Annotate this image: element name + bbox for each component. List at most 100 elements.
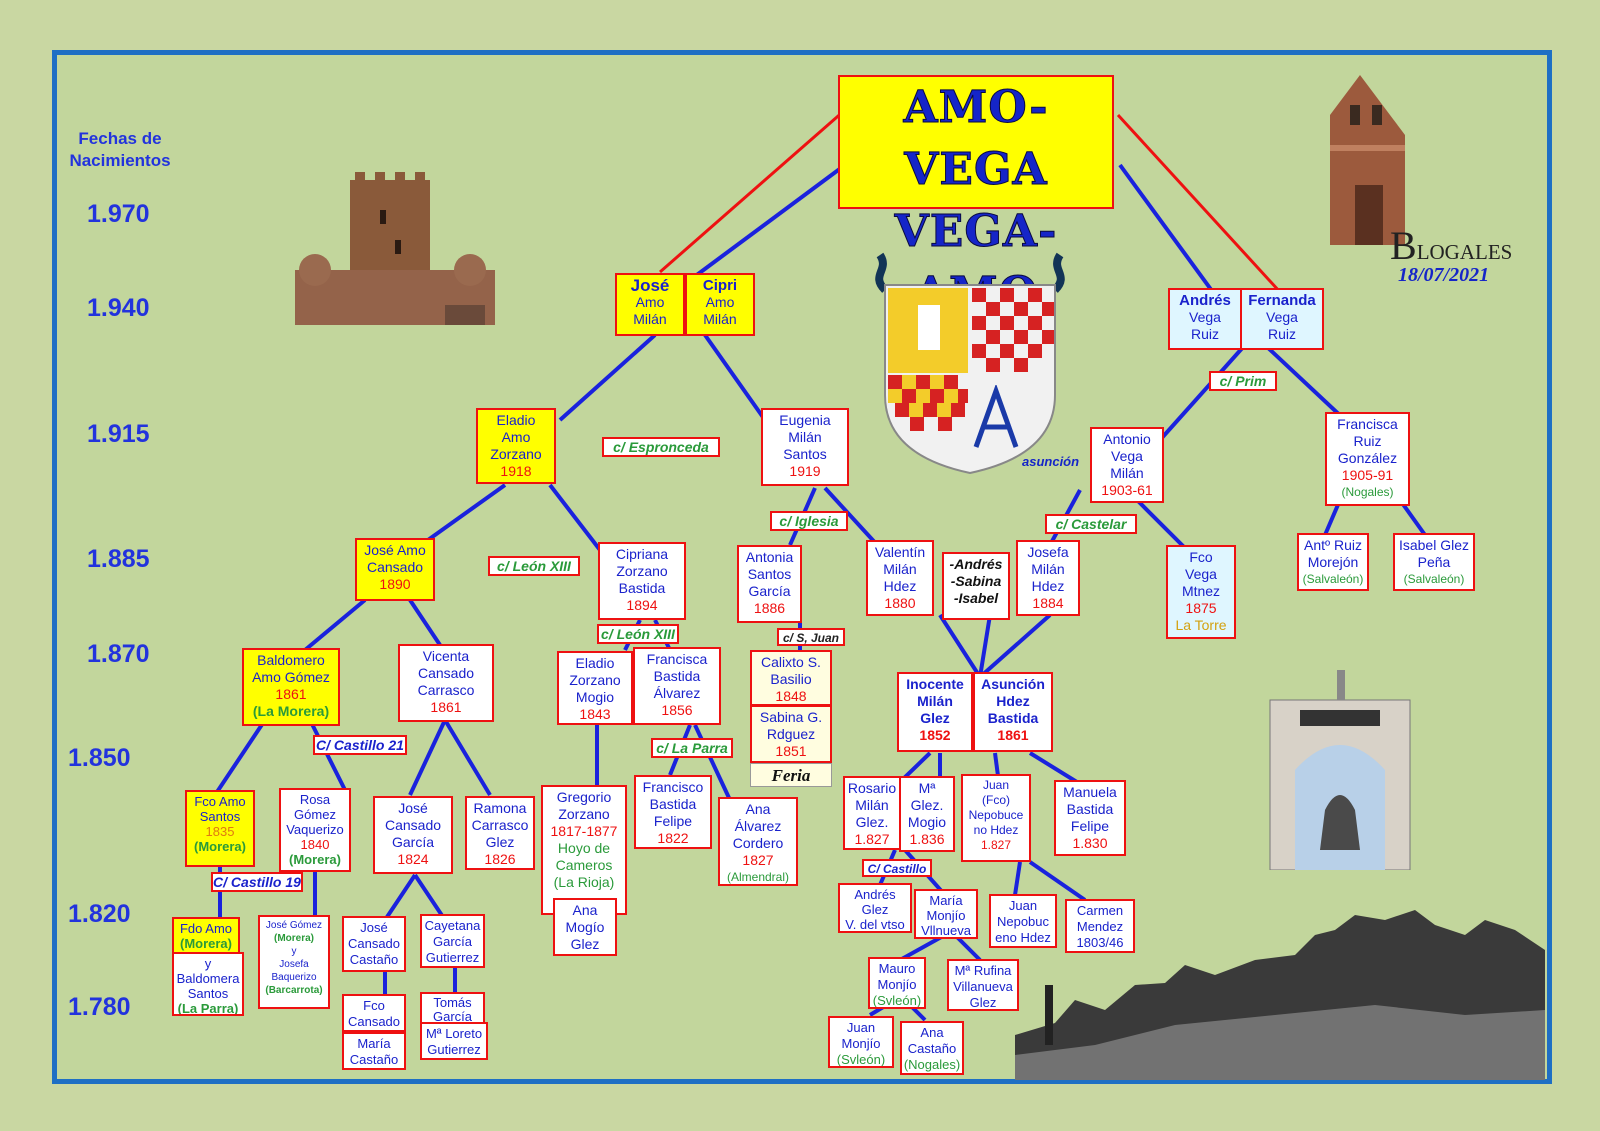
birth-place: Hoyo de [543,840,625,857]
birth-year: 1.836 [901,831,953,848]
person-name: Josefa [260,958,328,971]
line [660,110,845,272]
person-name: Glez [949,995,1017,1011]
person-name: Nepobuc [991,914,1055,930]
person-name: José [344,920,404,936]
person-box-ramona: Ramona Carrasco Glez 1826 [465,796,535,870]
person-name: Bastida [635,668,719,685]
birth-year: 1.830 [1056,835,1124,852]
line [995,753,998,776]
year-label: 1.820 [68,900,131,929]
person-name: José [617,277,683,294]
line [1160,345,1245,440]
person-name: Felipe [636,813,710,830]
line [940,615,980,677]
year-label: 1.885 [87,545,150,574]
birth-year: 1875 [1168,600,1234,617]
birth-year: 1817-1877 [543,823,625,840]
person-name: Zorzano [559,672,631,689]
person-box-jose-cansado: José Cansado García 1824 [373,796,453,874]
person-box-rosa: Rosa Gómez Vaquerizo 1840 (Morera) [279,788,351,872]
person-box-manuela: Manuela Bastida Felipe 1.830 [1054,780,1126,856]
person-name: y [174,956,242,971]
person-name: Mendez [1067,919,1133,935]
birth-year: 1826 [467,851,533,868]
person-name: Gutierrez [422,950,483,966]
person-name: Ana [902,1025,962,1041]
person-box-ana-mogio: Ana Mogío Glez [553,898,617,956]
person-name: González [1327,450,1408,467]
street-label: c/ Espronceda [602,437,720,457]
person-name: Amo [687,294,753,311]
person-name: García [375,834,451,851]
person-name: Mogio [559,689,631,706]
person-box-baldomera: y Baldomera Santos (La Parra) [172,952,244,1016]
person-name: Carmen [1067,903,1133,919]
person-name: Milán [845,797,899,814]
person-box-josefa-milan: Josefa Milán Hdez 1884 [1016,540,1080,616]
birth-year: 1918 [478,463,554,480]
birth-place: (Morera) [260,932,328,945]
person-name: Vega [1170,309,1240,326]
person-name: Sabina G. [752,709,830,726]
person-name: Nepobuce [963,808,1029,823]
person-box-inocente: Inocente Milán Glez 1852 [897,672,973,752]
person-name: Castaño [344,1052,404,1068]
person-name: V. del vtso [840,917,910,932]
line [550,485,600,550]
person-name: José [375,800,451,817]
person-name: Inocente [899,676,971,693]
birth-year: 1861 [975,727,1051,744]
person-name: Josefa [1018,544,1078,561]
birth-place: (Svleón) [870,993,924,1009]
person-name: Antonia [739,549,800,566]
year-label: 1.970 [87,200,150,229]
birth-year: 1.827 [963,838,1029,853]
person-box-tomas: Tomás García [420,992,485,1024]
feria-label: Feria [750,763,832,787]
person-box-francisca-ruiz: Francisca Ruiz González 1905-91 (Nogales… [1325,412,1410,506]
person-name: Vega [1168,566,1234,583]
person-box-juan-nepobuceno: Juan Nepobuc eno Hdez [989,894,1057,948]
person-box-eladio-amo: Eladio Amo Zorzano 1918 [476,408,556,484]
birth-place: (La Morera) [244,703,338,720]
person-name: García [739,583,800,600]
person-name: Milán [687,311,753,328]
person-name: Milán [868,561,932,578]
person-name: Peña [1395,554,1473,571]
person-name: -Isabel [944,590,1008,607]
person-name: Gómez [281,807,349,822]
line [1118,115,1280,292]
person-name: Ruiz [1242,326,1322,343]
person-name: Carrasco [400,682,492,699]
person-name: Juan [991,898,1055,914]
birth-year: 1848 [752,688,830,705]
person-name: Cipriana [600,546,684,563]
person-name: Villanueva [949,979,1017,995]
street-label: c/ S, Juan [777,628,845,646]
person-box-ma-loreto: Mª Loreto Gutierrez [420,1022,488,1060]
person-name: Cansado [344,1014,404,1030]
person-name: Ruiz [1327,433,1408,450]
birth-year: 1861 [400,699,492,716]
birth-place: (Salvaleón) [1299,571,1367,588]
chart-title: AMO-VEGA VEGA-AMO [838,75,1114,209]
person-name: Rosario [845,780,899,797]
person-box-carmen: Carmen Mendez 1803/46 [1065,899,1135,953]
person-name: Vega [1242,309,1322,326]
castle-image [295,170,495,330]
street-label: c/ Prim [1209,371,1277,391]
person-name: Bastida [975,710,1051,727]
person-name: Gutierrez [422,1042,486,1058]
street-label: C/ Castillo 19 [211,872,303,892]
birth-place: (Nogales) [902,1057,962,1073]
letter-a-monogram-icon [968,385,1028,455]
person-name: Álvarez [720,818,796,835]
birth-place: (Morera) [281,852,349,867]
person-name: José Amo [357,542,433,559]
person-name: Glez [467,834,533,851]
person-name: Mª Loreto [422,1026,486,1042]
person-name: Andrés [1170,292,1240,309]
birth-place: (La Rioja) [543,874,625,891]
person-name: Castaño [902,1041,962,1057]
